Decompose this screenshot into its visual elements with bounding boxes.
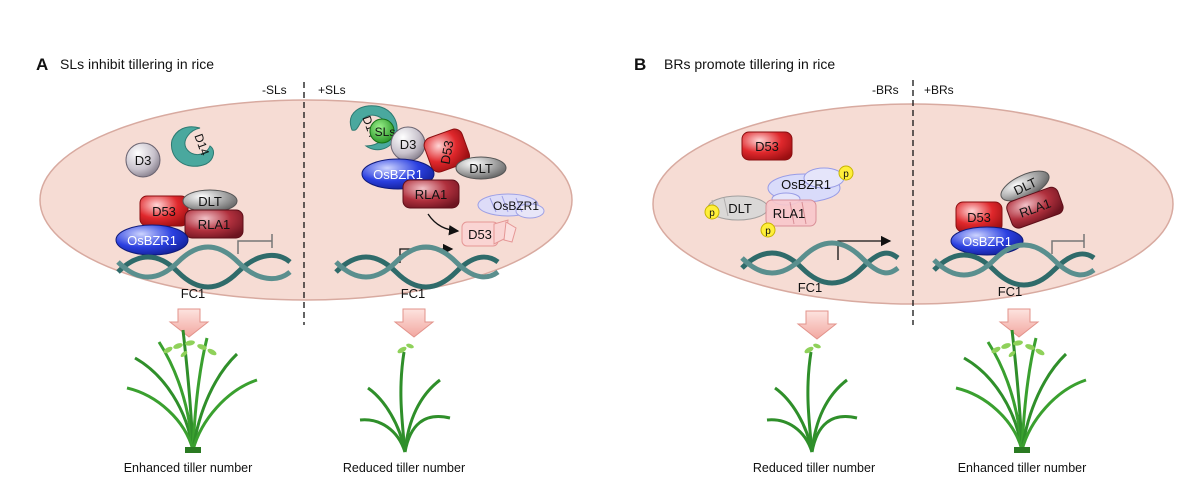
panel-a-letter: A — [36, 55, 48, 74]
panel-b: B BRs promote tillering in rice -BRs +BR… — [634, 55, 1174, 475]
dna-helix — [334, 244, 500, 290]
phosphate-badge — [838, 165, 854, 181]
phosphate-badge — [704, 204, 720, 220]
fc1-gene-label: FC1 — [798, 280, 823, 295]
rice-plant — [766, 351, 858, 453]
rice-plant — [359, 351, 451, 453]
outcome-label: Enhanced tiller number — [958, 461, 1087, 475]
d53-label: D53 — [438, 139, 457, 165]
panel-b-letter: B — [634, 55, 646, 74]
panel-a: A SLs inhibit tillering in rice -SLs +SL… — [36, 55, 573, 475]
osbzr1-label: OsBZR1 — [781, 177, 831, 192]
phosphate-label: p — [843, 169, 849, 180]
panel-b-right-condition: +BRs — [924, 83, 954, 97]
panel-a-right-complex: D14 SLs D3 D53 DLT OsBZR1 RLA1 OsBZR1 — [334, 105, 545, 475]
d3-label: D3 — [400, 137, 417, 152]
panel-b-right-complex: DLT D53 RLA1 OsBZR1 FC1 — [932, 170, 1096, 475]
d53-label: D53 — [152, 204, 176, 219]
d53-protein: D53 — [423, 128, 471, 173]
rla1-protein — [184, 209, 244, 239]
rice-plant — [956, 330, 1086, 450]
panicle-icon — [163, 340, 217, 357]
sls-label: SLs — [375, 125, 396, 139]
fc1-gene-label: FC1 — [401, 286, 426, 301]
d53-label: D53 — [755, 139, 779, 154]
dna-helix — [932, 242, 1096, 288]
d14-protein — [170, 126, 214, 167]
panicle-icon — [397, 343, 414, 354]
dlt-protein: DLT — [1000, 170, 1050, 202]
panel-a-left-complex: D3 D14 D53 DLT RLA1 OsBZR1 FC1 — [115, 126, 292, 475]
panel-b-left-condition: -BRs — [872, 83, 899, 97]
panicle-icon — [991, 340, 1045, 357]
phosphate-label: p — [765, 226, 771, 237]
down-arrow — [168, 308, 210, 338]
d53-label: D53 — [967, 210, 991, 225]
sls-hormone — [369, 118, 395, 144]
rla1-protein: RLA1 — [1006, 186, 1064, 229]
osbzr1-label: OsBZR1 — [373, 167, 423, 182]
outcome-label: Enhanced tiller number — [124, 461, 253, 475]
osbzr1-label: OsBZR1 — [962, 234, 1012, 249]
rice-plant — [127, 330, 257, 450]
degraded-d53 — [461, 219, 517, 247]
osbzr1-label: OsBZR1 — [127, 233, 177, 248]
dlt-label: DLT — [198, 194, 222, 209]
panel-b-left-complex: D53 OsBZR1 p DLT p RLA1 p — [704, 131, 900, 475]
dlt-label: DLT — [728, 201, 752, 216]
fc1-gene-label: FC1 — [181, 286, 206, 301]
phosphate-label: p — [709, 208, 715, 219]
d3-protein — [125, 142, 161, 178]
degraded-d53-label: D53 — [468, 227, 492, 242]
rla1-protein — [402, 179, 460, 209]
d3-label: D3 — [135, 153, 152, 168]
outcome-label: Reduced tiller number — [343, 461, 465, 475]
dna-helix — [740, 240, 900, 286]
down-arrow — [796, 310, 838, 340]
rla1-label: RLA1 — [198, 217, 231, 232]
repression-line — [1051, 240, 1084, 254]
dlt-label: DLT — [469, 161, 493, 176]
phosphate-badge — [760, 222, 776, 238]
fc1-gene-label: FC1 — [998, 284, 1023, 299]
panel-a-right-condition: +SLs — [318, 83, 346, 97]
degraded-osbzr1-label: OsBZR1 — [493, 199, 539, 213]
degraded-osbzr1 — [477, 193, 545, 219]
rla1-label: RLA1 — [773, 206, 806, 221]
dlt-protein — [455, 156, 507, 180]
osbzr1-protein — [950, 226, 1024, 256]
panel-b-title: BRs promote tillering in rice — [664, 56, 835, 72]
rla1-label: RLA1 — [415, 187, 448, 202]
d53-protein — [741, 131, 793, 161]
degradation-arrow — [427, 213, 460, 236]
phospho-rla1 — [765, 199, 817, 227]
down-arrow — [998, 308, 1040, 338]
outcome-label: Reduced tiller number — [753, 461, 875, 475]
repression-line — [237, 240, 272, 254]
panicle-icon — [804, 343, 821, 354]
panel-a-title: SLs inhibit tillering in rice — [60, 56, 214, 72]
panel-a-left-condition: -SLs — [262, 83, 287, 97]
dna-helix — [116, 244, 292, 290]
down-arrow — [393, 308, 435, 338]
